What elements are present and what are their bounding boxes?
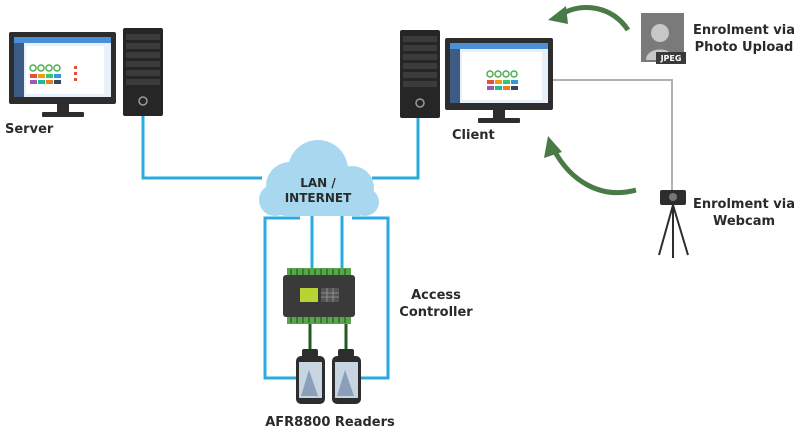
reader-device-icon bbox=[296, 349, 325, 404]
access-controller-icon bbox=[283, 268, 355, 324]
server-tower-icon bbox=[123, 28, 163, 116]
photo-label-line1: Enrolment via bbox=[693, 23, 795, 38]
jpeg-tag: JPEG bbox=[660, 54, 682, 63]
reader-connectors bbox=[308, 324, 348, 352]
server-monitor-icon bbox=[9, 32, 116, 117]
access-label-line1: Access bbox=[411, 288, 461, 303]
photo-file-icon: JPEG bbox=[641, 13, 686, 64]
network-label: LAN / INTERNET bbox=[274, 176, 362, 206]
access-label-line2: Controller bbox=[399, 305, 473, 320]
client-label: Client bbox=[452, 128, 495, 143]
cloud-icon bbox=[259, 140, 379, 216]
access-controller-label: Access Controller bbox=[396, 287, 476, 321]
client-monitor-icon bbox=[445, 38, 553, 123]
webcam-icon bbox=[658, 190, 689, 258]
webcam-label-line1: Enrolment via bbox=[693, 197, 795, 212]
webcam-enrolment-label: Enrolment via Webcam bbox=[690, 196, 798, 230]
reader-device-icon bbox=[332, 349, 361, 404]
network-wiring bbox=[141, 110, 420, 380]
webcam-arrow-icon bbox=[544, 136, 637, 196]
network-label-line1: LAN / bbox=[300, 176, 336, 190]
photo-label-line2: Photo Upload bbox=[694, 40, 794, 55]
readers-label: AFR8800 Readers bbox=[265, 415, 395, 430]
server-label: Server bbox=[5, 122, 54, 137]
photo-enrolment-label: Enrolment via Photo Upload bbox=[690, 22, 798, 56]
webcam-label-line2: Webcam bbox=[712, 214, 776, 229]
network-label-line2: INTERNET bbox=[284, 191, 352, 205]
client-tower-icon bbox=[400, 30, 440, 118]
photo-upload-arrow-icon bbox=[548, 5, 631, 32]
webcam-cable bbox=[553, 79, 673, 192]
